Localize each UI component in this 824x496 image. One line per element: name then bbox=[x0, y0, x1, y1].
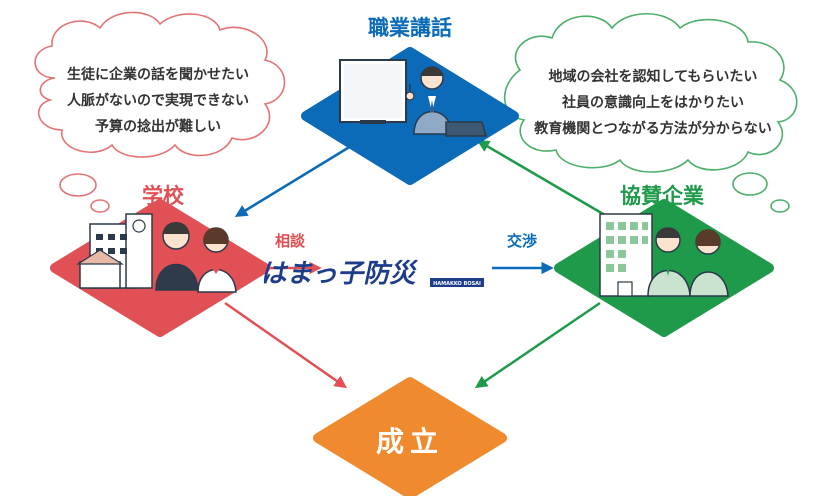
node-label-top: 職業講話 bbox=[368, 16, 452, 40]
diamond-top bbox=[301, 47, 519, 185]
thought-line: 人脈がないので実現できない bbox=[67, 93, 249, 109]
diamond-company bbox=[554, 199, 774, 337]
arrow-top-to-school bbox=[234, 141, 357, 217]
presenter-illustration bbox=[339, 59, 487, 137]
thought-text-company: 地域の会社を認知してもらいたい 社員の意識向上をはかりたい 教育機関とつながる方… bbox=[518, 64, 788, 142]
company-illustration bbox=[599, 213, 729, 297]
thought-line: 教育機関とつながる方法が分からない bbox=[534, 121, 772, 137]
thought-text-school: 生徒に企業の話を聞かせたい 人脈がないので実現できない 予算の捻出が難しい bbox=[40, 62, 276, 140]
logo-text: はまっ子防災 bbox=[259, 259, 421, 289]
arrow-school-to-bottom bbox=[224, 301, 348, 389]
node-label-company: 協賛企業 bbox=[620, 184, 704, 208]
thought-bubble-company bbox=[503, 12, 798, 213]
logo-subtext: HAMAKKO BOSAI bbox=[433, 281, 481, 287]
edge-label-negotiate: 交渉 bbox=[506, 232, 537, 250]
school-illustration bbox=[75, 213, 237, 293]
arrow-company-to-top bbox=[476, 140, 611, 220]
arrow-company-to-bottom bbox=[474, 301, 601, 389]
diamond-bottom bbox=[313, 377, 507, 496]
thought-line: 社員の意識向上をはかりたい bbox=[562, 95, 744, 111]
thought-line: 生徒に企業の話を聞かせたい bbox=[67, 67, 249, 83]
edge-label-consult: 相談 bbox=[274, 232, 305, 250]
thought-line: 地域の会社を認知してもらいたい bbox=[548, 69, 758, 85]
node-label-school: 学校 bbox=[142, 184, 184, 208]
hamakko-logo: はまっ子防災 HAMAKKO BOSAI bbox=[259, 259, 484, 289]
thought-bubble-school bbox=[34, 11, 286, 213]
node-label-bottom: 成立 bbox=[375, 425, 444, 458]
thought-line: 予算の捻出が難しい bbox=[95, 119, 221, 135]
